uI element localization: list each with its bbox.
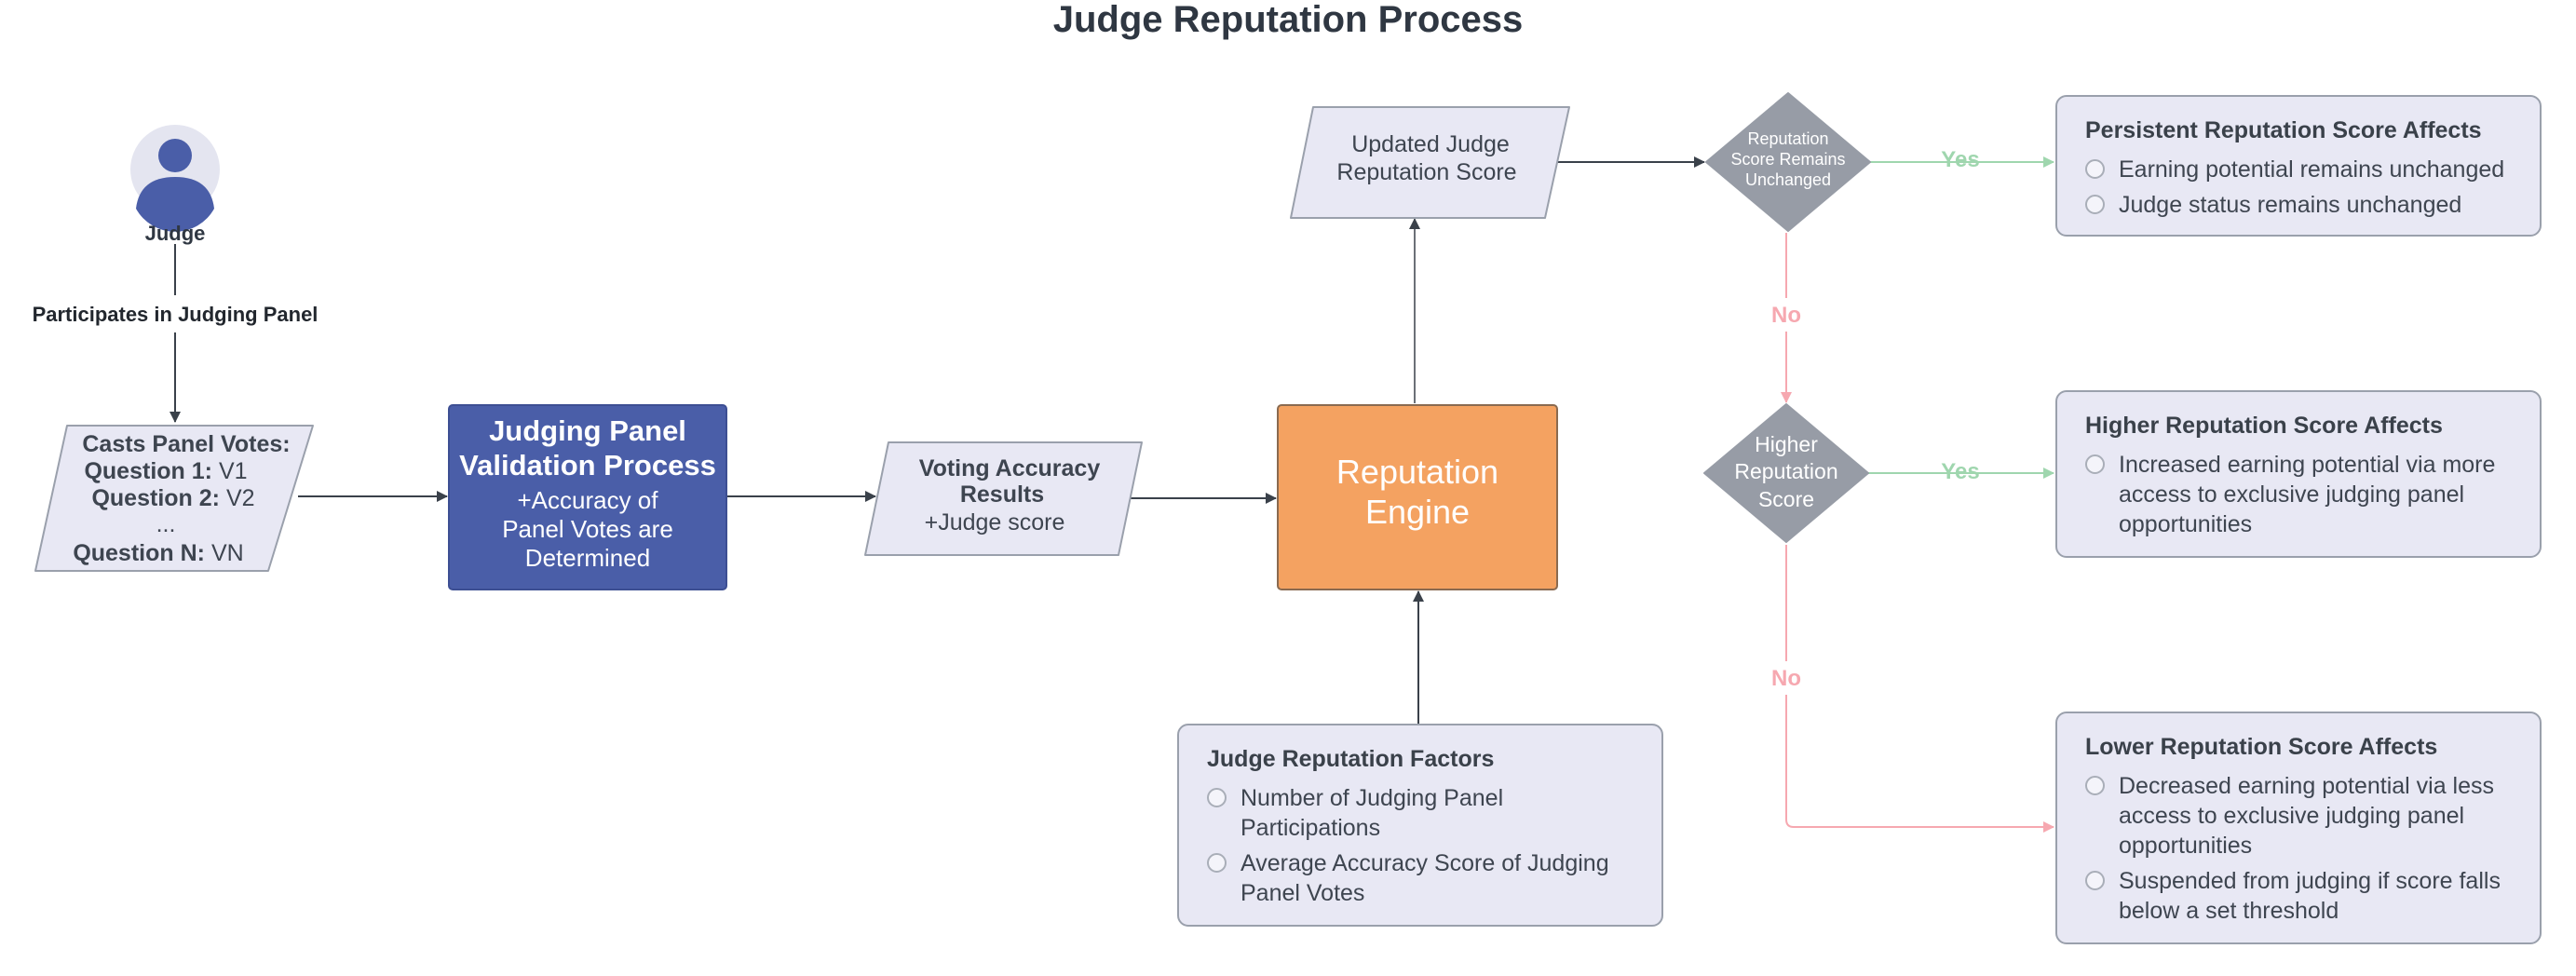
higher-affects-heading: Higher Reputation Score Affects — [2085, 413, 2443, 439]
edge-label-bg — [1765, 661, 1808, 695]
reputation-engine-node[interactable]: Reputation Engine — [1277, 404, 1558, 590]
decision-higher-node[interactable]: Higher Reputation Score — [1703, 403, 1869, 543]
arrow-no-to-lower — [1785, 545, 2054, 833]
voting-results-line1: Voting Accuracy — [919, 455, 1101, 481]
persistent-affects-panel[interactable]: Persistent Reputation Score Affects Earn… — [2055, 95, 2542, 237]
reputation-factors-panel[interactable]: Judge Reputation Factors Number of Judgi… — [1177, 724, 1663, 927]
edge-label-bg — [1765, 298, 1808, 332]
validation-sub-line3: Determined — [525, 544, 650, 572]
lower-affects-panel[interactable]: Lower Reputation Score Affects Decreased… — [2055, 712, 2542, 944]
panel-votes-row: Question N: VN — [73, 540, 243, 566]
decision-unchanged-node[interactable]: Reputation Score Remains Unchanged — [1705, 92, 1871, 232]
user-icon — [136, 139, 214, 232]
bullet-circle-icon — [2085, 871, 2105, 890]
persistent-affects-list: Earning potential remains unchanged Judg… — [2085, 155, 2512, 220]
validation-sub-line2: Panel Votes are — [502, 515, 673, 543]
bullet-circle-icon — [2085, 776, 2105, 795]
edge-label-no-higher: No — [1771, 666, 1801, 691]
panel-votes-heading: Casts Panel Votes: — [82, 431, 290, 457]
panel-votes-row: Question 2: V2 — [91, 485, 254, 511]
list-item: Average Accuracy Score of Judging Panel … — [1207, 848, 1634, 908]
reputation-factors-list: Number of Judging Panel Participations A… — [1207, 783, 1634, 908]
voting-results-node[interactable]: Voting Accuracy Results +Judge score — [864, 441, 1143, 556]
reputation-factors-heading: Judge Reputation Factors — [1207, 746, 1495, 772]
updated-score-node[interactable]: Updated Judge Reputation Score — [1290, 106, 1570, 219]
validation-title-line1: Judging Panel — [489, 414, 686, 447]
voting-results-line2: Results — [960, 481, 1044, 508]
decision-higher-line2: Reputation — [1734, 459, 1837, 483]
higher-affects-list: Increased earning potential via more acc… — [2085, 450, 2512, 539]
decision-higher-line3: Score — [1758, 487, 1814, 511]
engine-line1: Reputation — [1336, 453, 1498, 491]
bullet-circle-icon — [2085, 195, 2105, 214]
bullet-circle-icon — [1207, 853, 1227, 873]
voting-results-sub: +Judge score — [925, 509, 1065, 535]
validation-process-node[interactable]: Judging Panel Validation Process +Accura… — [448, 404, 727, 590]
judge-actor[interactable]: Judge — [130, 125, 220, 245]
bullet-circle-icon — [2085, 454, 2105, 474]
diagram-title: Judge Reputation Process — [1053, 0, 1524, 40]
lower-affects-heading: Lower Reputation Score Affects — [2085, 734, 2438, 760]
edge-label-participates: Participates in Judging Panel — [33, 303, 319, 326]
edge-label-no-unchanged: No — [1771, 303, 1801, 328]
list-item: Decreased earning potential via less acc… — [2085, 771, 2512, 861]
decision-higher-line1: Higher — [1755, 432, 1818, 456]
list-item: Increased earning potential via more acc… — [2085, 450, 2512, 539]
persistent-affects-heading: Persistent Reputation Score Affects — [2085, 117, 2482, 143]
higher-affects-panel[interactable]: Higher Reputation Score Affects Increase… — [2055, 390, 2542, 558]
validation-sub-line1: +Accuracy of — [517, 486, 658, 514]
panel-votes-row: Question 1: V1 — [84, 458, 247, 484]
decision-unchanged-line3: Unchanged — [1745, 170, 1831, 189]
judge-label: Judge — [145, 222, 206, 245]
edge-label-bg — [26, 295, 324, 332]
list-item: Number of Judging Panel Participations — [1207, 783, 1634, 843]
decision-unchanged-line2: Score Remains — [1730, 150, 1845, 169]
lower-affects-list: Decreased earning potential via less acc… — [2085, 771, 2512, 926]
decision-unchanged-line1: Reputation — [1747, 129, 1828, 148]
edge-label-yes-unchanged: Yes — [1941, 147, 1979, 172]
edge-label-yes-higher: Yes — [1941, 459, 1979, 484]
updated-score-line1: Updated Judge — [1351, 131, 1510, 157]
connectors — [169, 156, 2054, 833]
engine-line2: Engine — [1365, 493, 1470, 531]
updated-score-line2: Reputation Score — [1336, 159, 1516, 185]
bullet-circle-icon — [2085, 159, 2105, 179]
bullet-circle-icon — [1207, 788, 1227, 807]
validation-title-line2: Validation Process — [459, 449, 716, 481]
panel-votes-ellipsis: ... — [156, 511, 176, 537]
list-item: Judge status remains unchanged — [2085, 190, 2512, 220]
list-item: Suspended from judging if score falls be… — [2085, 866, 2512, 926]
panel-votes-node[interactable]: Casts Panel Votes: Question 1: V1 Questi… — [34, 425, 314, 572]
list-item: Earning potential remains unchanged — [2085, 155, 2512, 184]
